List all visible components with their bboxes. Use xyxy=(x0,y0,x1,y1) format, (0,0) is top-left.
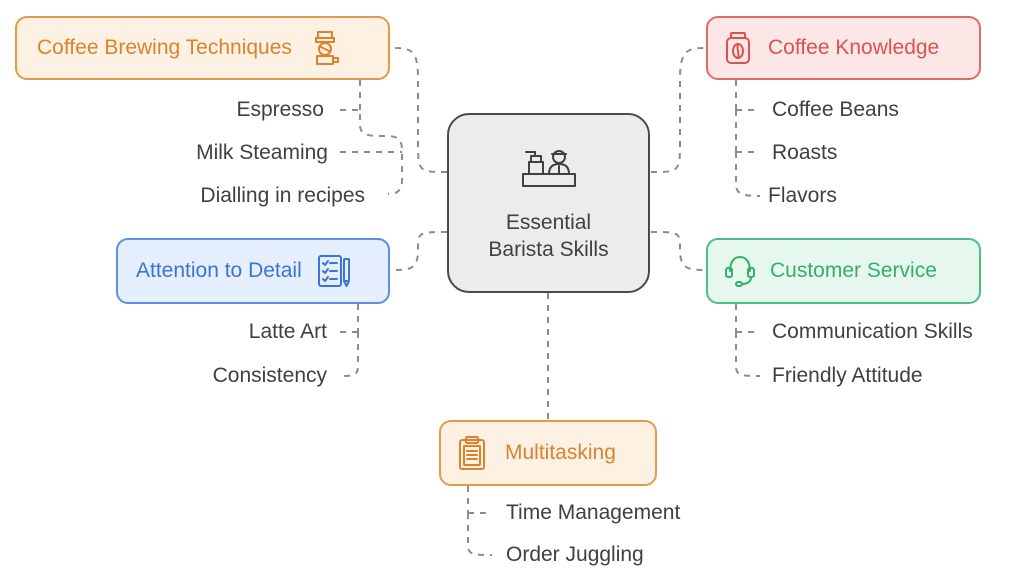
branch-label: Coffee Brewing Techniques xyxy=(37,36,292,59)
connector-service xyxy=(650,231,707,271)
leaf-milk-steaming: Milk Steaming xyxy=(196,141,328,164)
leaf-espresso: Espresso xyxy=(236,98,324,121)
branch-coffee-brewing-techniques: Coffee Brewing Techniques xyxy=(15,16,390,80)
central-topic-line1: Essential xyxy=(505,210,592,234)
leaf-dialling-in-recipes: Dialling in recipes xyxy=(200,184,365,207)
branch-attention-to-detail: Attention to Detail xyxy=(116,238,390,304)
leaf-friendly-attitude: Friendly Attitude xyxy=(772,364,923,387)
checklist-pen-icon xyxy=(316,253,352,289)
branch-label: Multitasking xyxy=(505,441,616,464)
connector-knowledge-items xyxy=(735,80,761,197)
coffee-jar-icon xyxy=(724,31,752,65)
leaf-roasts: Roasts xyxy=(772,141,838,164)
branch-coffee-knowledge: Coffee Knowledge xyxy=(706,16,981,80)
branch-multitasking: Multitasking xyxy=(439,420,657,486)
branch-customer-service: Customer Service xyxy=(706,238,981,304)
central-topic: Essential Barista Skills xyxy=(447,113,650,293)
branch-label: Customer Service xyxy=(770,259,937,282)
leaf-order-juggling: Order Juggling xyxy=(506,543,644,566)
connector-detail xyxy=(389,231,448,271)
central-topic-line2: Barista Skills xyxy=(488,237,609,261)
clipboard-icon xyxy=(457,435,487,471)
leaf-time-management: Time Management xyxy=(506,501,681,524)
connector-brewing-items xyxy=(340,80,403,195)
leaf-coffee-beans: Coffee Beans xyxy=(772,98,899,121)
coffee-maker-icon xyxy=(312,30,340,66)
leaf-consistency: Consistency xyxy=(212,364,327,387)
barista-register-icon xyxy=(521,144,577,195)
connector-detail-items xyxy=(339,304,359,377)
leaf-flavors: Flavors xyxy=(768,184,837,207)
leaf-latte-art: Latte Art xyxy=(248,320,327,343)
connector-service-items xyxy=(735,304,761,377)
branch-label: Coffee Knowledge xyxy=(768,36,940,59)
headset-icon xyxy=(724,254,756,288)
connector-brewing xyxy=(389,47,448,173)
connector-knowledge xyxy=(650,47,707,173)
connector-multitasking-items xyxy=(467,486,493,556)
branch-label: Attention to Detail xyxy=(136,259,302,282)
leaf-communication-skills: Communication Skills xyxy=(772,320,973,343)
